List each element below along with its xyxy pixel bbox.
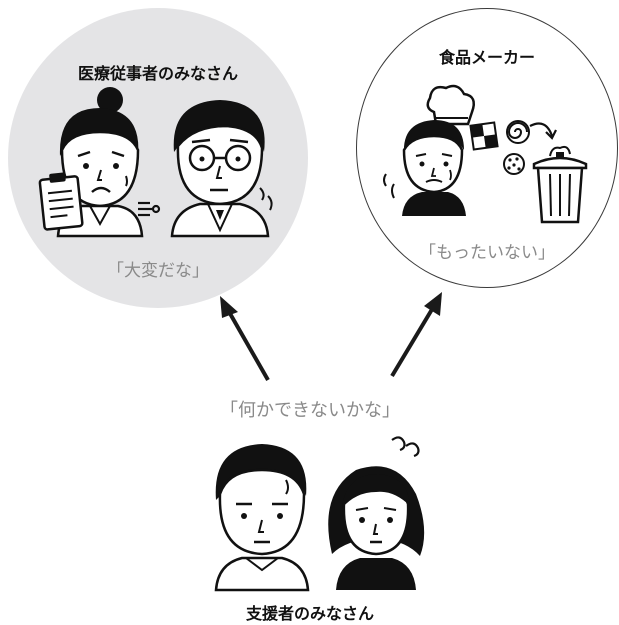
food-maker-quote: 「もったいない」 [419, 243, 555, 263]
sigh-marks-icon [138, 201, 161, 217]
curved-arrow-icon [529, 122, 557, 140]
food-maker-title: 食品メーカー [438, 48, 535, 67]
supporters-quote: 「何かできないかな」 [220, 400, 400, 421]
doctor-illustration [170, 100, 270, 238]
medical-workers-quote: 「大変だな」 [107, 261, 209, 281]
nurse-illustration [56, 87, 144, 238]
medical-workers-title: 医療従事者のみなさん [77, 64, 238, 83]
supporters-title: 支援者のみなさん [245, 604, 374, 623]
chef-illustration [402, 84, 475, 216]
trash-can-icon [532, 145, 588, 224]
food-items-icon [469, 120, 530, 175]
sweat-drops-icon [259, 187, 273, 211]
woman-supporter-illustration [328, 436, 425, 590]
clipboard-icon [38, 172, 84, 231]
chef-sweat-icon [383, 173, 395, 199]
man-supporter-illustration [214, 444, 310, 592]
